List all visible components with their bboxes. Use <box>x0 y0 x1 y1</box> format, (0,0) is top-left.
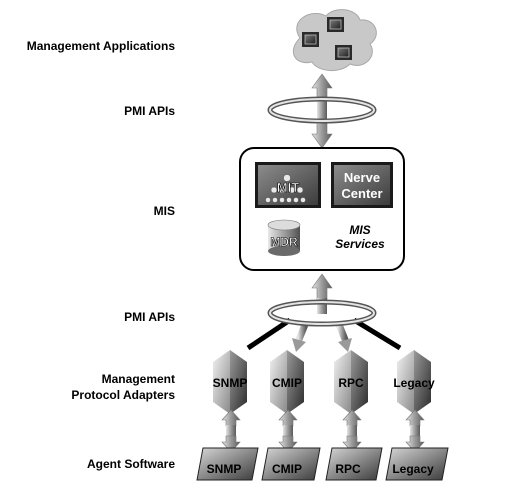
mit-label: MIT <box>277 180 299 195</box>
mis-services-label-line1: MIS <box>349 223 370 237</box>
agent-rpc: RPC <box>325 447 383 481</box>
adapter-legacy-label: Legacy <box>393 376 435 390</box>
agent-cmip: CMIP <box>261 447 321 481</box>
management-applications-cloud <box>292 9 377 71</box>
nerve-center-panel: Nerve Center <box>331 162 393 208</box>
application-monitor-icon <box>335 45 352 60</box>
mit-tree-icon <box>265 174 306 203</box>
agent-legacy: Legacy <box>385 447 449 481</box>
agent-legacy-label: Legacy <box>392 462 434 476</box>
mis-services-label-line2: Services <box>335 237 385 251</box>
label-pmi-apis-top: PMI APIs <box>124 104 175 118</box>
adapter-rpc-label: RPC <box>338 376 364 390</box>
mis-box: MIT Nerve Center MDR MIS Services <box>239 147 405 271</box>
agent-snmp-label: SNMP <box>207 462 242 476</box>
mdr-label: MDR <box>270 235 298 249</box>
application-monitor-icon <box>302 32 319 47</box>
agent-cmip-label: CMIP <box>272 462 302 476</box>
mdr-database-icon: MDR <box>267 219 301 256</box>
label-adapters-line1: Management <box>101 372 175 386</box>
pmi-apis-top-connector <box>267 73 377 149</box>
adapter-rpc: RPC <box>334 350 368 414</box>
agent-rpc-label: RPC <box>335 462 361 476</box>
label-adapters-line2: Protocol Adapters <box>71 388 175 402</box>
pmi-apis-bottom-connector <box>246 273 402 352</box>
adapter-cmip: CMIP <box>270 350 304 414</box>
label-pmi-apis-bottom: PMI APIs <box>124 310 175 324</box>
adapter-legacy: Legacy <box>393 350 435 414</box>
adapter-cmip-label: CMIP <box>272 376 302 390</box>
adapter-agent-links <box>221 409 425 453</box>
label-agent-software: Agent Software <box>86 457 175 471</box>
adapter-snmp: SNMP <box>213 350 248 414</box>
application-monitor-icon <box>327 17 344 32</box>
adapter-snmp-label: SNMP <box>213 376 248 390</box>
agent-snmp: SNMP <box>196 447 259 481</box>
nerve-center-label-line1: Nerve <box>344 170 380 185</box>
label-management-applications: Management Applications <box>26 39 175 53</box>
mit-panel: MIT <box>255 162 321 208</box>
nerve-center-label-line2: Center <box>341 186 382 201</box>
label-mis: MIS <box>153 204 175 218</box>
